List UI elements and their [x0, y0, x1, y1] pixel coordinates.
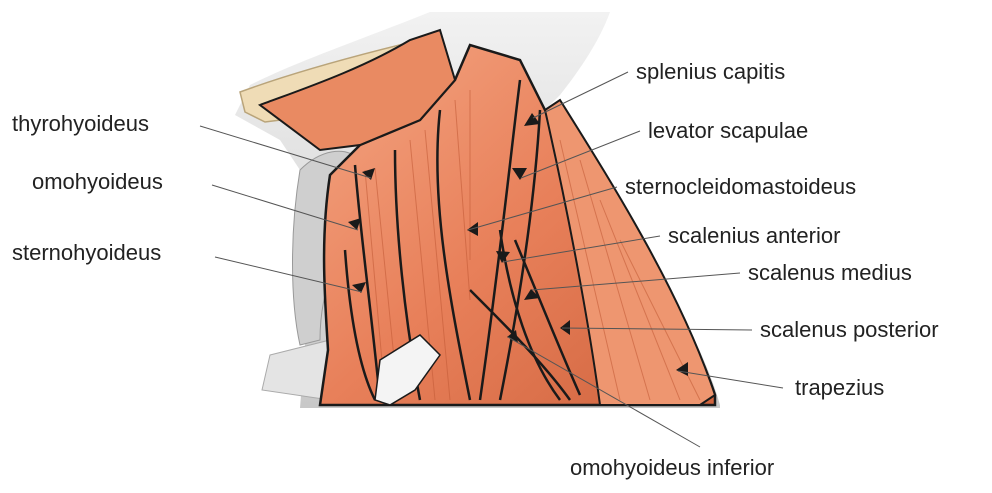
label-trapezius: trapezius [795, 377, 884, 399]
label-splenius-capitis: splenius capitis [636, 61, 785, 83]
label-levator-scapulae: levator scapulae [648, 120, 808, 142]
label-omohyoideus: omohyoideus [32, 171, 163, 193]
label-sternocleidomastoideus: sternocleidomastoideus [625, 176, 856, 198]
label-scalenius-anterior: scalenius anterior [668, 225, 840, 247]
label-thyrohyoideus: thyrohyoideus [12, 113, 149, 135]
label-scalenus-posterior: scalenus posterior [760, 319, 939, 341]
label-sternohyoideus: sternohyoideus [12, 242, 161, 264]
label-scalenus-medius: scalenus medius [748, 262, 912, 284]
label-omohyoideus-inferior: omohyoideus inferior [570, 457, 774, 479]
